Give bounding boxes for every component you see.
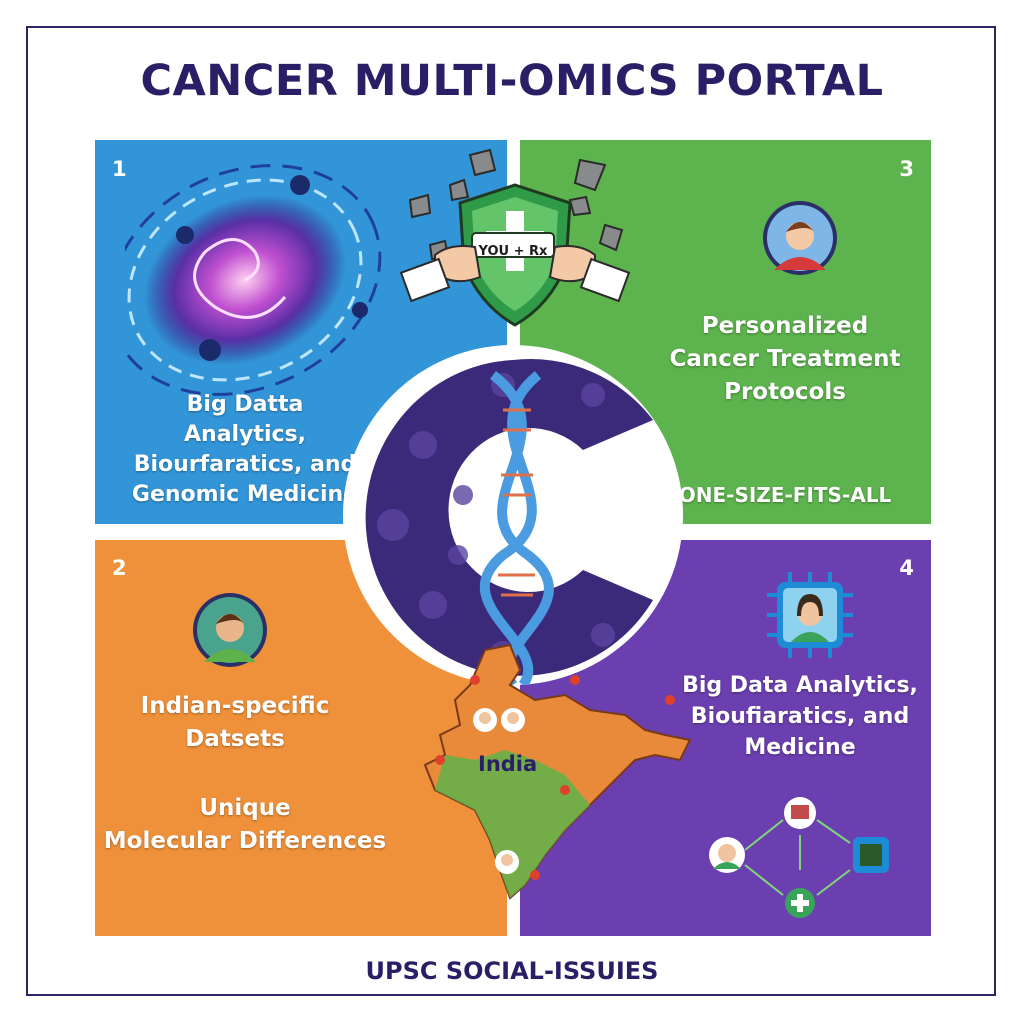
shield-label: YOU + Rx [478,244,548,259]
quadrant-text-line: Genomic Medicine [131,482,359,507]
network-diagram-icon [709,797,889,918]
quadrant-subtext: ONE-SIZE-FITS-ALL [678,483,892,507]
shield-icon [399,148,631,327]
quadrant-number: 3 [899,157,914,181]
quadrant-text-line: Big Data Analytics, [682,673,918,698]
person-avatar-icon [193,593,267,667]
quadrant-text-line: Indian-specific [140,693,330,719]
quadrant-text-line: Personalized [701,313,869,339]
quadrant-text-line: Analytics, [184,422,306,447]
quadrant-number: 2 [112,556,127,580]
quadrant-text-line: Unique [199,795,291,821]
quadrant-number: 4 [899,556,914,580]
map-label: India [478,752,538,776]
person-avatar-icon [763,201,837,275]
quadrant-text-line: Protocols [724,379,846,405]
india-map-icon [423,643,692,900]
quadrant-text-line: Datsets [185,726,285,752]
galaxy-data-icon [125,164,382,396]
quadrant-text-line: Medicine [744,735,856,760]
quadrant-text-line: Molecular Differences [103,828,387,854]
quadrant-text-line: Big Datta [186,392,304,417]
poster-frame [26,26,996,996]
dna-icon [365,358,653,685]
quadrant-number: 1 [112,157,127,181]
chip-avatar-icon [767,572,853,658]
page-title: CANCER MULTI-OMICS PORTAL [140,56,884,106]
quadrant-text-line: Cancer Treatment [669,346,901,372]
quadrant-text-line: Bioufiaratics, and [690,704,910,729]
footer-label: UPSC SOCIAL-ISSUIES [365,957,659,985]
quadrant-text-line: Biourfaratics, and [133,452,357,477]
